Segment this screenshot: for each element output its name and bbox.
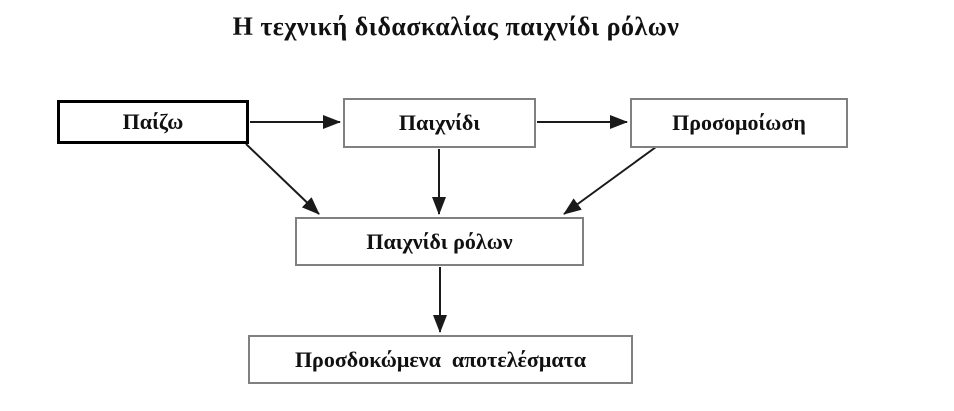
- arrow-prosomoiosi-to-paixnidi-rolon: [563, 146, 657, 215]
- node-paizo: Παίζω: [57, 100, 249, 144]
- node-paixnidi-label: Παιχνίδι: [398, 110, 481, 135]
- node-apotelesmata-label: Προσδοκώμενα αποτελέσματα: [294, 346, 587, 372]
- node-paixnidi-rolon-label: Παιχνίδι ρόλων: [366, 228, 513, 254]
- arrow-paizo-to-paixnidi-rolon: [245, 143, 320, 215]
- node-paizo-label: Παίζω: [122, 109, 184, 134]
- node-prosomoiosi: Προσομοίωση: [630, 98, 848, 148]
- node-prosomoiosi-label: Προσομοίωση: [672, 110, 806, 135]
- node-paixnidi-rolon: Παιχνίδι ρόλων: [295, 217, 584, 266]
- node-apotelesmata: Προσδοκώμενα αποτελέσματα: [248, 335, 633, 384]
- diagram-title: Η τεχνική διδασκαλίας παιχνίδι ρόλων: [232, 12, 680, 41]
- node-paixnidi: Παιχνίδι: [343, 98, 536, 148]
